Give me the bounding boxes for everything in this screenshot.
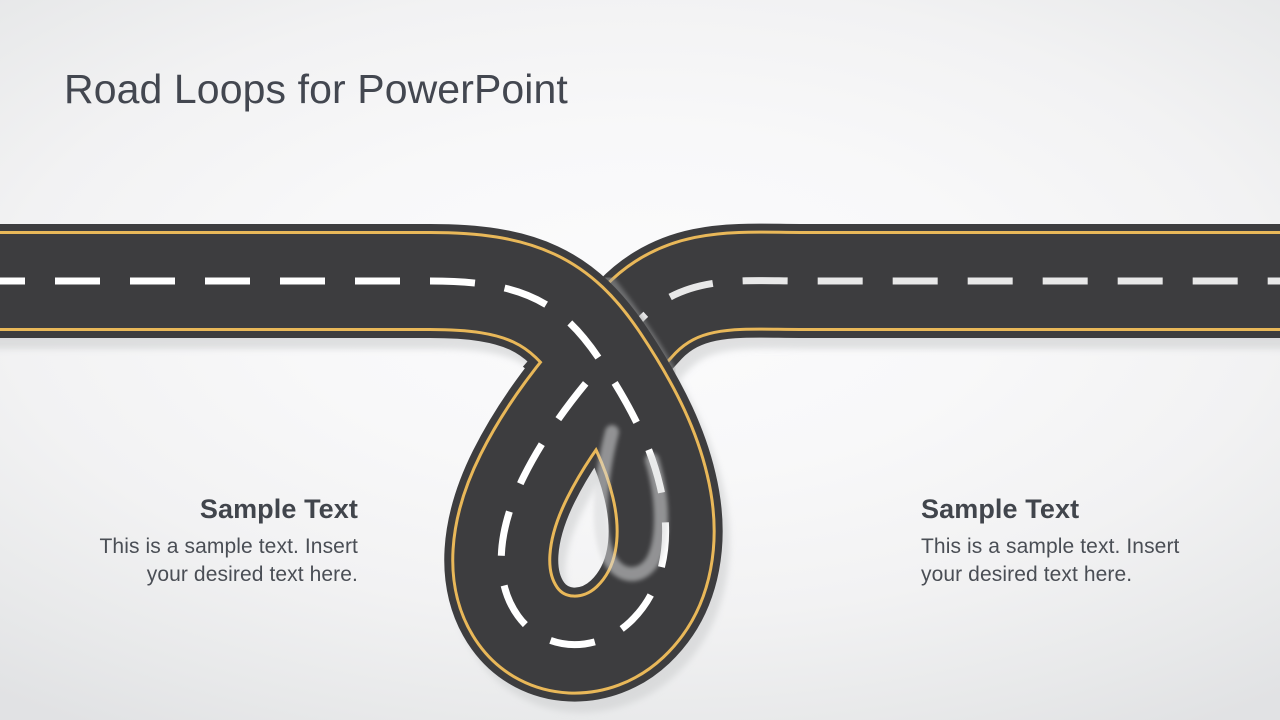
callout-left-heading: Sample Text <box>199 494 358 524</box>
page-title: Road Loops for PowerPoint <box>64 66 568 113</box>
loop-inner-hole-shading <box>593 425 668 582</box>
road-strand-over <box>0 281 666 645</box>
callout-left-body: This is a sample text. Insert your desir… <box>99 535 358 586</box>
callout-right: Sample Text This is a sample text. Inser… <box>921 494 1183 589</box>
callout-right-body: This is a sample text. Insert your desir… <box>921 535 1180 586</box>
callout-left: Sample Text This is a sample text. Inser… <box>96 494 358 589</box>
callout-right-heading: Sample Text <box>921 494 1080 524</box>
